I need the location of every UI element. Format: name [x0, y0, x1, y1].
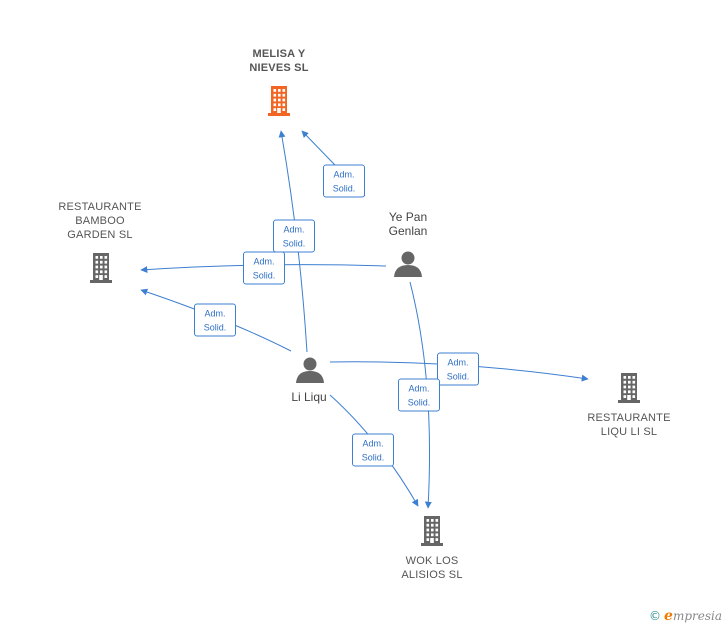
- building-icon-wok[interactable]: [421, 516, 443, 546]
- building-icon-melisa[interactable]: [268, 86, 290, 116]
- edge-role-line1: Adm.: [362, 438, 384, 449]
- edge-role-line2: Solid.: [332, 183, 356, 194]
- brand-name: mpresia: [672, 609, 722, 623]
- edge-role-line2: Solid.: [282, 238, 306, 249]
- edge-label-liliqu-melisa: Adm. Solid.: [273, 219, 315, 253]
- edge-role-line1: Adm.: [447, 357, 469, 368]
- edge-role-line1: Adm.: [253, 256, 275, 267]
- company-label-restaurante-liqu-li[interactable]: RESTAURANTE LIQU LI SL: [587, 412, 671, 438]
- person-icon-yepan[interactable]: [394, 251, 422, 278]
- edge-label-liliqu-wok: Adm. Solid.: [352, 433, 394, 467]
- company-label-restaurante-bamboo-garden[interactable]: RESTAURANTE BAMBOO GARDEN SL: [58, 201, 142, 241]
- building-icon-liqu_sl[interactable]: [618, 373, 640, 403]
- icons-layer: [90, 86, 640, 546]
- edge-role-line2: Solid.: [252, 270, 276, 281]
- edge-role-line1: Adm.: [283, 224, 305, 235]
- empresia-logo: ©empresia: [649, 608, 722, 624]
- person-label-ye-pan-genlan[interactable]: Ye Pan Genlan: [388, 210, 428, 238]
- edge-label-yepan-bamboo: Adm. Solid.: [243, 251, 285, 285]
- person-label-li-liqu[interactable]: Li Liqu: [291, 390, 327, 404]
- person-icon-liliqu[interactable]: [296, 357, 324, 384]
- copyright-icon: ©: [649, 609, 662, 623]
- edge-role-line2: Solid.: [446, 371, 470, 382]
- edge-label-yepan-wok: Adm. Solid.: [398, 378, 440, 412]
- edge-label-liliqu-liqu-sl: Adm. Solid.: [437, 352, 479, 386]
- edge-label-yepan-melisa: Adm. Solid.: [323, 164, 365, 198]
- company-label-wok-los-alisios[interactable]: WOK LOS ALISIOS SL: [401, 555, 463, 581]
- edge-role-line1: Adm.: [408, 383, 430, 394]
- building-icon-bamboo[interactable]: [90, 253, 112, 283]
- company-label-melisa-y-nieves[interactable]: MELISA Y NIEVES SL: [249, 48, 309, 74]
- edge-label-liliqu-bamboo: Adm. Solid.: [194, 303, 236, 337]
- edge-role-line1: Adm.: [204, 308, 226, 319]
- edge-role-line2: Solid.: [361, 452, 385, 463]
- edge-role-line2: Solid.: [407, 397, 431, 408]
- brand-initial: e: [664, 608, 673, 624]
- edge-role-line2: Solid.: [203, 322, 227, 333]
- edge-role-line1: Adm.: [333, 169, 355, 180]
